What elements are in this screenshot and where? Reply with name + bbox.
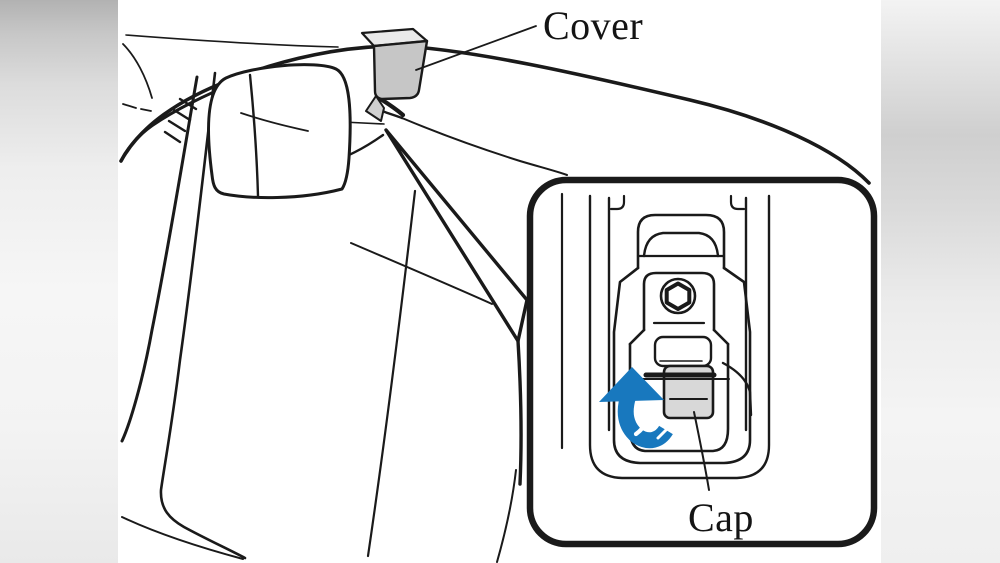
rail-inner [607,196,748,432]
deck-line [401,117,568,176]
cover-part [360,25,537,122]
car-interior-lines [119,34,871,563]
cap-label: Cap [688,495,754,540]
belt-edge-line [120,82,235,161]
cushion-line [121,516,244,560]
cover-leader-line [415,25,537,71]
cover-label: Cover [543,3,644,48]
cover-front-face [372,39,429,101]
headrest-front-edge [248,73,260,198]
rail-outer [588,194,771,480]
cap-leader-line [693,411,710,491]
belt-hatch [163,97,198,144]
guide-dome [642,231,720,258]
blurred-edge-right [881,0,1000,563]
up-arrow-tip-notch [656,427,669,440]
blurred-edge-left [0,0,118,563]
cover-flap [365,95,385,122]
guide-top [636,213,726,270]
roof-line [119,44,871,185]
plate-flares [628,328,730,346]
anchor-mechanism [560,192,771,491]
window-top-line [125,34,339,48]
spring-hook [721,361,753,417]
up-arrow-icon [599,367,673,449]
seatback-contour [366,189,417,558]
pillar-line [120,75,199,443]
guide-shell [612,266,752,465]
seat-side-line [159,71,247,560]
seatback-edge [516,339,523,486]
bolt-hex-nut [664,281,692,311]
magnifier-wedge [384,128,529,343]
seat-seam [350,242,493,305]
a-pillar-dashes [122,103,152,112]
seatback-lower-edge [496,469,517,563]
rail-notches [609,194,746,211]
up-arrow-head [599,367,664,402]
up-arrow-highlight [633,400,651,437]
headrest-seam [240,112,309,132]
headrest [207,63,352,200]
anchor-plate [642,271,716,332]
a-pillar-edge [122,43,153,99]
